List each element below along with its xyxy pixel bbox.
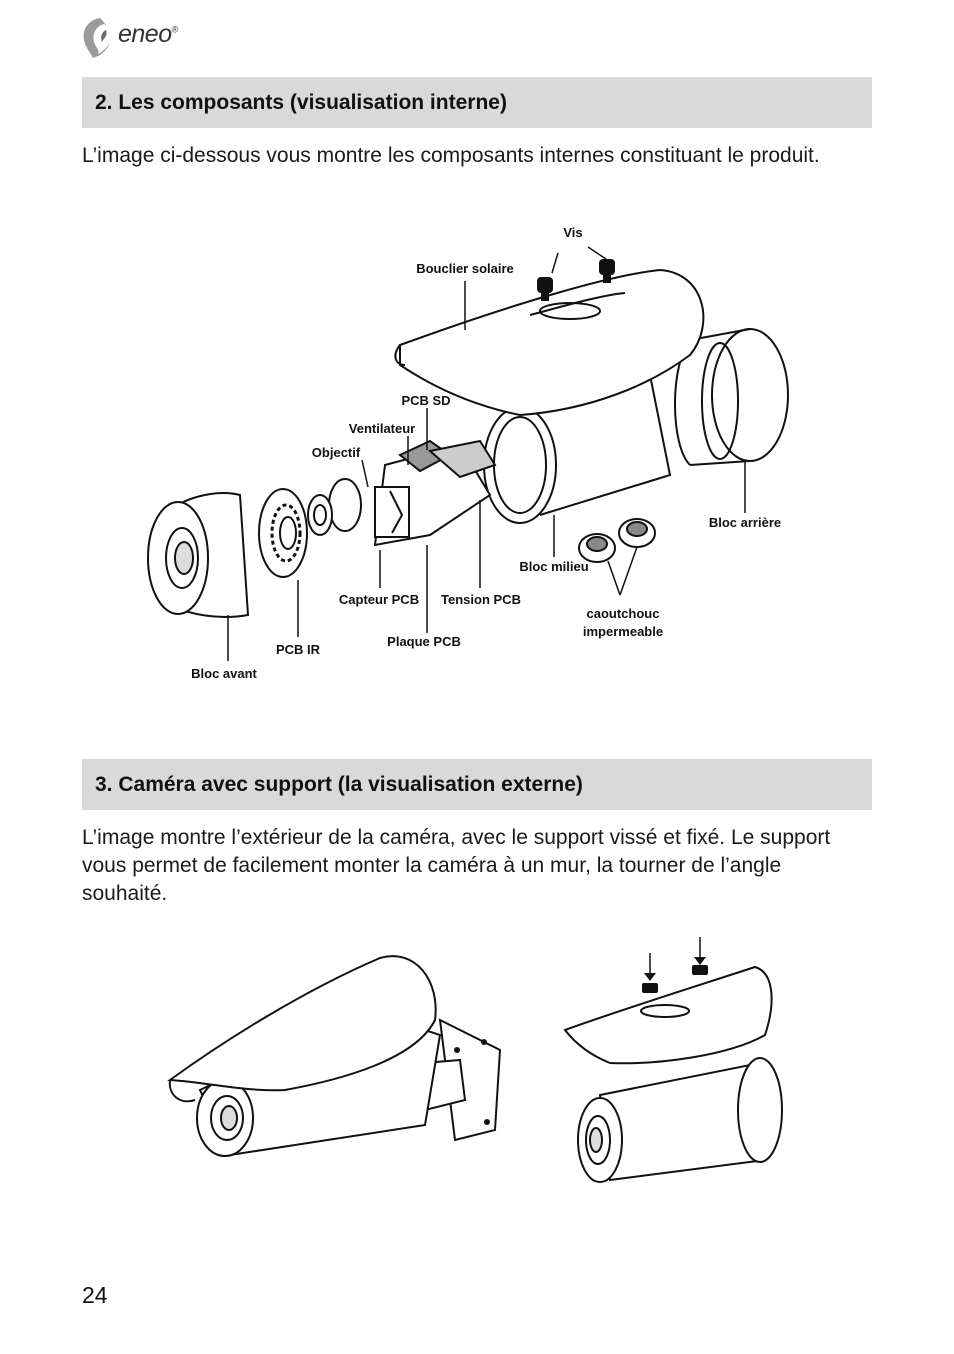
section-2-heading: 2. Les composants (visualisation interne… <box>82 77 872 128</box>
front-block-drawing <box>147 492 250 618</box>
label-bouclier-solaire: Bouclier solaire <box>416 261 514 276</box>
label-caoutchouc-line1: caoutchouc <box>587 606 660 621</box>
section-2-title: 2. Les composants (visualisation interne… <box>95 90 507 114</box>
eneo-logo: eneo® <box>80 16 200 60</box>
exploded-components-diagram: Vis Bouclier solaire PCB SD Ventilateur … <box>147 225 789 681</box>
label-capteur-pcb: Capteur PCB <box>339 592 419 607</box>
label-caoutchouc-line2: impermeable <box>583 624 663 639</box>
leader-lines <box>227 281 746 661</box>
label-pcb-ir: PCB IR <box>276 642 321 657</box>
camera-with-screws-illustration <box>563 937 783 1183</box>
label-objectif: Objectif <box>312 445 361 460</box>
label-tension-pcb: Tension PCB <box>441 592 521 607</box>
section-3-intro: L’image montre l’extérieur de la caméra,… <box>82 826 831 905</box>
label-bloc-milieu: Bloc milieu <box>519 559 588 574</box>
eneo-logo-icon <box>83 18 111 58</box>
label-vis: Vis <box>563 225 582 240</box>
ir-pcb-drawing <box>258 488 308 578</box>
label-plaque-pcb: Plaque PCB <box>387 634 461 649</box>
screws-drawing <box>537 246 615 301</box>
page-number: 24 <box>82 1282 108 1308</box>
logo-wordmark: eneo® <box>118 20 178 48</box>
lens-drawing <box>307 478 362 536</box>
label-pcb-sd: PCB SD <box>401 393 450 408</box>
section-3-heading: 3. Caméra avec support (la visualisation… <box>82 759 872 810</box>
section-2-intro: L’image ci-dessous vous montre les compo… <box>82 144 820 167</box>
label-ventilateur: Ventilateur <box>349 421 415 436</box>
section-3-title: 3. Caméra avec support (la visualisation… <box>95 772 583 796</box>
camera-with-bracket-illustration <box>167 955 502 1157</box>
label-bloc-arriere: Bloc arrière <box>709 515 781 530</box>
label-bloc-avant: Bloc avant <box>191 666 257 681</box>
sun-shield-drawing <box>394 268 705 417</box>
rubber-gaskets-drawing <box>578 518 656 563</box>
pcb-stack-drawing <box>373 439 497 547</box>
